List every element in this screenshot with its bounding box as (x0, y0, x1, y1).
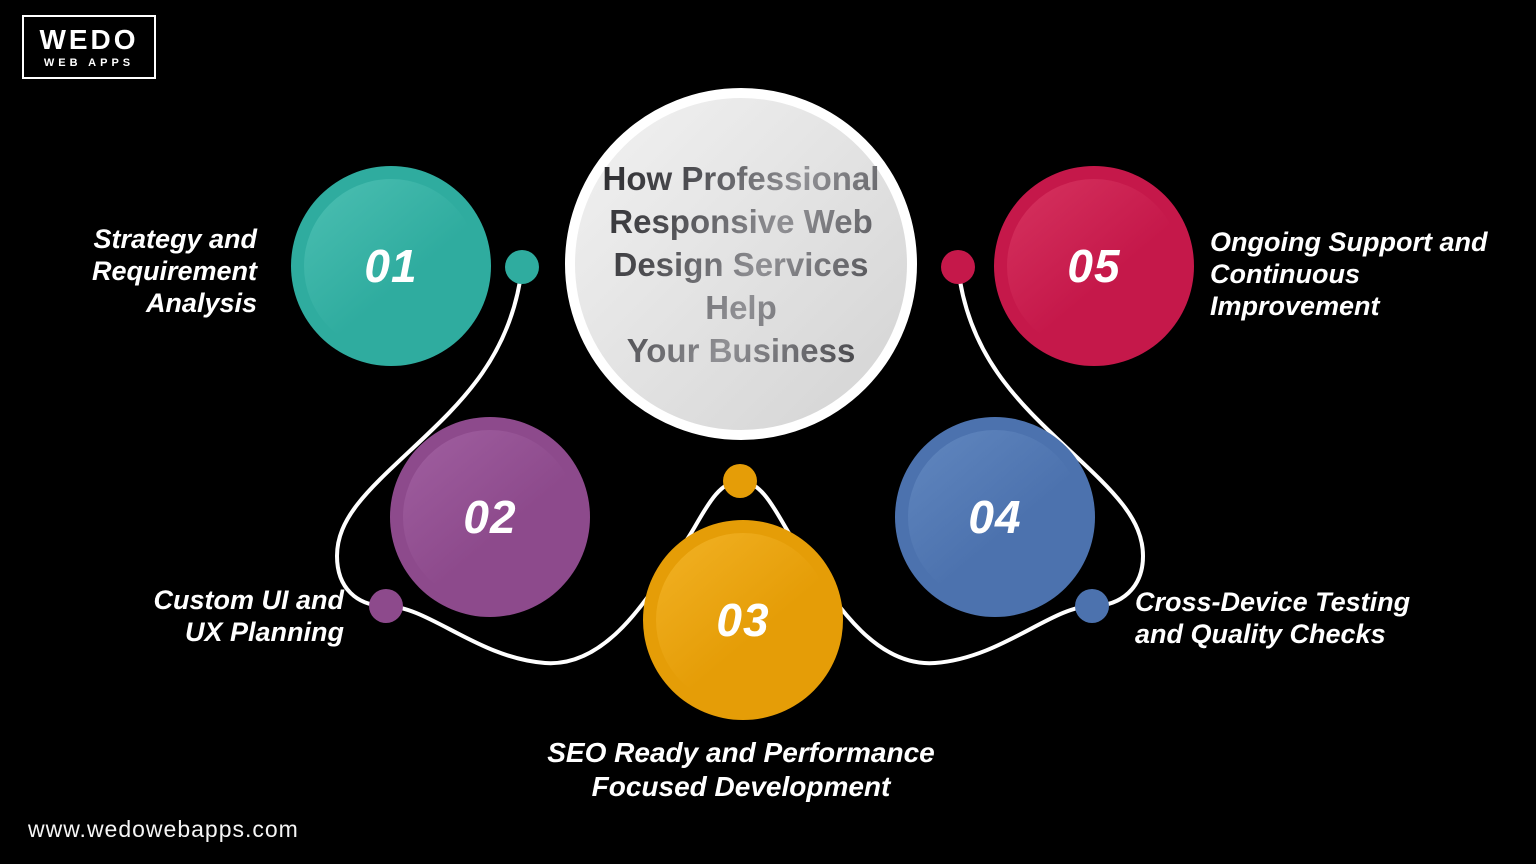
brand-logo: WEDO WEB APPS (22, 15, 156, 79)
center-circle: How Professional Responsive Web Design S… (565, 88, 917, 440)
connector-dot-04 (1075, 589, 1109, 623)
step-circle-02-inner: 02 (403, 430, 577, 604)
center-title-line: Your Business (626, 331, 856, 369)
step-number-05: 05 (1067, 240, 1121, 292)
step-number-04: 04 (968, 491, 1022, 543)
connector-dot-05 (941, 250, 975, 284)
step-circle-04-inner: 04 (908, 430, 1082, 604)
center-title-line: Responsive Web (609, 202, 873, 240)
label-line: Continuous (1210, 259, 1360, 289)
label-line: Requirement (91, 256, 257, 286)
step-circle-03-inner: 03 (656, 533, 830, 707)
label-line: and Quality Checks (1135, 619, 1386, 649)
step-circle-03: 03 (643, 520, 843, 720)
center-title: How Professional Responsive Web Design S… (581, 157, 901, 372)
step-label-05: Ongoing Support and Continuous Improveme… (1210, 226, 1487, 322)
step-label-02: Custom UI and UX Planning (0, 584, 344, 648)
label-line: UX Planning (184, 617, 344, 647)
label-line: SEO Ready and Performance (547, 737, 935, 768)
label-line: Custom UI and (153, 585, 344, 615)
logo-text-webapps: WEB APPS (43, 56, 135, 69)
footer-url: www.wedowebapps.com (28, 816, 299, 842)
step-circle-05: 05 (994, 166, 1194, 366)
step-circle-01: 01 (291, 166, 491, 366)
step-number-03: 03 (716, 594, 770, 646)
label-line: Analysis (145, 288, 257, 318)
label-line: Cross-Device Testing (1135, 587, 1411, 617)
step-circle-05-inner: 05 (1007, 179, 1181, 353)
connector-dot-01 (505, 250, 539, 284)
label-line: Focused Development (591, 771, 891, 802)
step-number-01: 01 (364, 240, 418, 292)
step-circle-02: 02 (390, 417, 590, 617)
center-title-line: How Professional (602, 159, 880, 197)
step-number-02: 02 (463, 491, 517, 543)
label-line: Strategy and (93, 224, 257, 254)
step-label-04: Cross-Device Testing and Quality Checks (1135, 586, 1410, 650)
step-circle-01-inner: 01 (304, 179, 478, 353)
step-label-03: SEO Ready and Performance Focused Develo… (441, 736, 1041, 804)
step-label-01: Strategy and Requirement Analysis (0, 223, 257, 319)
step-circle-04: 04 (895, 417, 1095, 617)
connector-dot-02 (369, 589, 403, 623)
center-title-line: Design Services Help (613, 245, 869, 326)
connector-dot-03 (723, 464, 757, 498)
label-line: Improvement (1210, 291, 1380, 321)
label-line: Ongoing Support and (1210, 227, 1488, 257)
logo-text-wedo: WEDO (39, 23, 139, 55)
